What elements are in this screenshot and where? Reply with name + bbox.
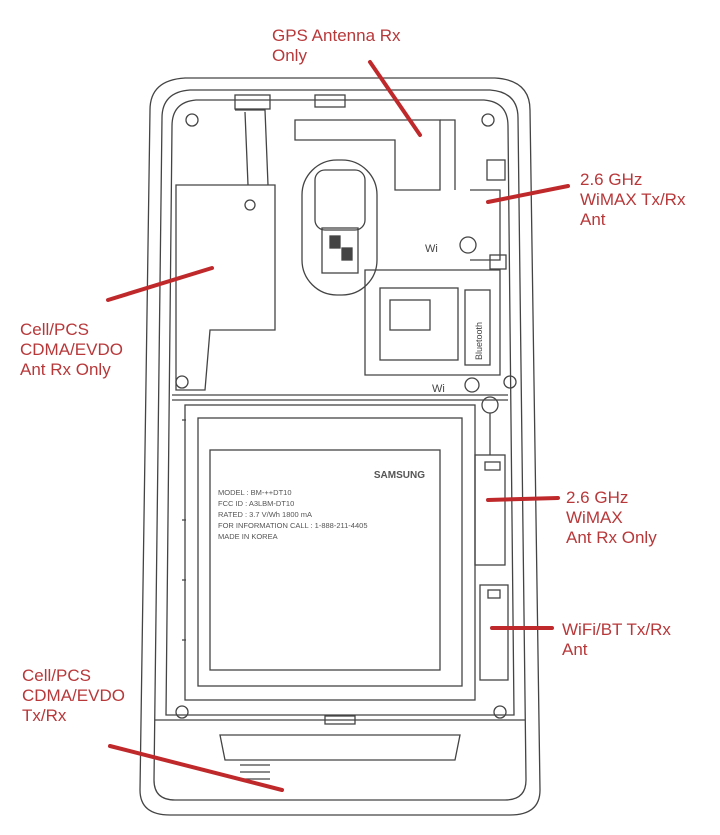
cell-tx-pointer [108,744,284,792]
callout-cell-tx: Cell/PCS CDMA/EVDO Tx/Rx [22,666,125,725]
callout-gps: GPS Antenna Rx Only [272,26,401,65]
wimax-rx-pointer [486,496,560,502]
callout-wimax-tx: 2.6 GHz WiMAX Tx/Rx Ant [580,170,686,229]
callout-wimax-rx: 2.6 GHz WiMAX Ant Rx Only [566,488,657,547]
battery-line: FCC ID : A3LBM-DT10 [218,499,294,508]
cell-rx-pointer [106,266,214,302]
battery-line: MODEL : BM-++DT10 [218,488,292,497]
gps-pointer [368,60,422,137]
battery-line: RATED : 3.7 V/Wh 1800 mA [218,510,312,519]
battery-line: FOR INFORMATION CALL : 1-888-211-4405 [218,521,368,530]
wi-mark-upper: Wi [425,243,438,255]
battery-brand: SAMSUNG [374,470,425,481]
side-tag: Bluetooth [474,322,484,360]
wimax-tx-pointer [486,184,570,204]
callout-wifi: WiFi/BT Tx/Rx Ant [562,620,671,659]
wi-mark-lower: Wi [432,383,445,395]
battery-line: MADE IN KOREA [218,532,278,541]
callout-cell-rx: Cell/PCS CDMA/EVDO Ant Rx Only [20,320,123,379]
